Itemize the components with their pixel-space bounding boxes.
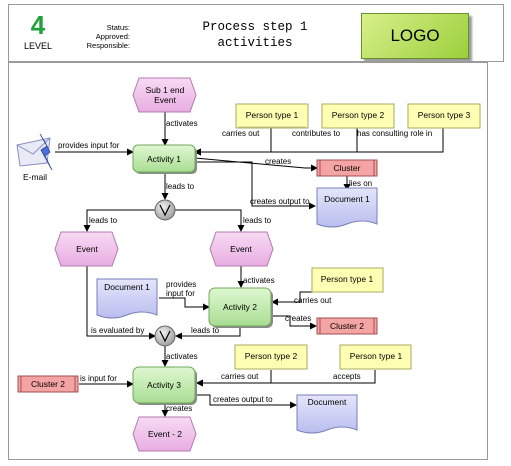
email-label: E-mail bbox=[23, 172, 47, 182]
status-label: Status: bbox=[106, 23, 130, 32]
label-carries-out-3: carries out bbox=[221, 372, 259, 381]
label-leads-to-1: leads to bbox=[166, 182, 195, 191]
document-1: Document 1 bbox=[316, 187, 378, 228]
label-leads-to-2: leads to bbox=[89, 216, 118, 225]
role-person-type-2: Person type 2 bbox=[321, 103, 395, 129]
role-person-type-1-b: Person type 1 bbox=[311, 267, 384, 293]
label-lies-on: lies on bbox=[349, 179, 372, 188]
label-activates-1: activates bbox=[166, 119, 198, 128]
event-center: Event bbox=[209, 231, 274, 267]
edge-activity1-to-cluster bbox=[194, 157, 318, 172]
role-person-type-2-label: Person type 2 bbox=[332, 110, 385, 120]
label-creates-3: creates bbox=[166, 404, 192, 413]
edge-activity2-to-cluster2 bbox=[272, 315, 317, 330]
activity-2-label: Activity 2 bbox=[223, 302, 257, 312]
event-left-label: Event bbox=[76, 244, 98, 254]
edge-activity2-to-connector2 bbox=[175, 328, 241, 340]
label-activates-3: activates bbox=[166, 352, 198, 361]
cluster-2-b-label: Cluster 2 bbox=[31, 379, 65, 389]
document-1-b: Document 1 bbox=[96, 278, 158, 319]
label-creates-output-to-2: creates output to bbox=[213, 395, 273, 404]
document-1-label: Document 1 bbox=[324, 194, 370, 204]
activity-3: Activity 3 bbox=[132, 366, 197, 405]
edge-role3-to-activity1 bbox=[194, 128, 444, 156]
label-is-evaluated-by: is evaluated by bbox=[91, 326, 144, 335]
edge-activity1-to-document1 bbox=[195, 161, 316, 210]
role-person-type-1-c-label: Person type 1 bbox=[350, 351, 403, 361]
level-label: LEVEL bbox=[23, 41, 53, 51]
label-consulting: has consulting role in bbox=[357, 129, 432, 138]
responsible-label: Responsible: bbox=[86, 41, 130, 50]
cluster-1-label: Cluster bbox=[334, 163, 361, 173]
event-center-label: Event bbox=[230, 244, 252, 254]
edge-connector1-to-event-center bbox=[175, 209, 245, 232]
role-person-type-2-b: Person type 2 bbox=[234, 344, 308, 370]
event-end: Event - 2 bbox=[132, 416, 197, 452]
role-person-type-3-label: Person type 3 bbox=[418, 110, 471, 120]
label-leads-to-4: leads to bbox=[191, 326, 220, 335]
page-title-line2: activities bbox=[217, 36, 293, 50]
label-provides-line2: input for bbox=[166, 289, 195, 298]
connector-2 bbox=[154, 325, 176, 347]
role-person-type-1-c: Person type 1 bbox=[339, 344, 412, 370]
cluster-2-b: Cluster 2 bbox=[17, 375, 79, 393]
edges bbox=[55, 111, 444, 417]
activity-3-label: Activity 3 bbox=[147, 380, 181, 390]
label-provides-line1: provides bbox=[166, 280, 196, 289]
activity-2: Activity 2 bbox=[208, 287, 273, 328]
page-title: Process step 1 activities bbox=[180, 19, 330, 51]
label-is-input-for: is input for bbox=[80, 374, 117, 383]
label-creates-1: creates bbox=[265, 157, 291, 166]
activity-1-label: Activity 1 bbox=[147, 154, 181, 164]
label-creates-output-to-1: creates output to bbox=[250, 197, 310, 206]
cluster-2: Cluster 2 bbox=[316, 317, 378, 335]
role-person-type-2-b-label: Person type 2 bbox=[245, 351, 298, 361]
role-person-type-3: Person type 3 bbox=[407, 103, 481, 129]
role-person-type-1-b-label: Person type 1 bbox=[321, 274, 374, 284]
edge-document1b-to-activity2 bbox=[159, 297, 210, 311]
edge-activity3-to-document bbox=[197, 394, 297, 409]
event-left: Event bbox=[54, 231, 119, 267]
connector-1 bbox=[154, 199, 176, 221]
event-sub1-end-line1: Sub 1 end bbox=[146, 85, 185, 95]
event-end-label: Event - 2 bbox=[148, 429, 182, 439]
label-contributes-to: contributes to bbox=[292, 129, 341, 138]
role-person-type-1-label: Person type 1 bbox=[246, 110, 299, 120]
event-sub1-end: Sub 1 end Event bbox=[132, 77, 197, 113]
edge-role6-to-activity3 bbox=[196, 370, 376, 387]
label-activates-2: activates bbox=[243, 276, 275, 285]
document-output-label: Document bbox=[308, 397, 347, 407]
cluster-1: Cluster bbox=[316, 159, 378, 177]
logo: LOGO bbox=[361, 13, 469, 59]
approved-label: Approved: bbox=[95, 32, 130, 41]
activity-1: Activity 1 bbox=[132, 144, 197, 174]
edge-connector1-to-event-left bbox=[83, 209, 155, 232]
label-creates-2: creates bbox=[285, 314, 311, 323]
label-carries-out-1: carries out bbox=[222, 129, 260, 138]
level-number: 4 bbox=[30, 10, 46, 40]
cluster-2-label: Cluster 2 bbox=[330, 321, 364, 331]
edge-event-left-to-connector2 bbox=[86, 266, 156, 340]
document-1-b-label: Document 1 bbox=[104, 282, 150, 292]
page-title-line1: Process step 1 bbox=[202, 20, 308, 34]
email-icon: E-mail bbox=[16, 133, 53, 182]
label-provides-input-for: provides input for bbox=[58, 141, 120, 150]
label-carries-out-2: carries out bbox=[294, 296, 332, 305]
event-sub1-end-line2: Event bbox=[154, 95, 176, 105]
edge-labels: activates provides input for carries out… bbox=[58, 119, 432, 413]
role-person-type-1: Person type 1 bbox=[235, 103, 309, 129]
label-leads-to-3: leads to bbox=[243, 216, 272, 225]
label-accepts: accepts bbox=[333, 372, 361, 381]
document-output: Document bbox=[296, 394, 358, 434]
